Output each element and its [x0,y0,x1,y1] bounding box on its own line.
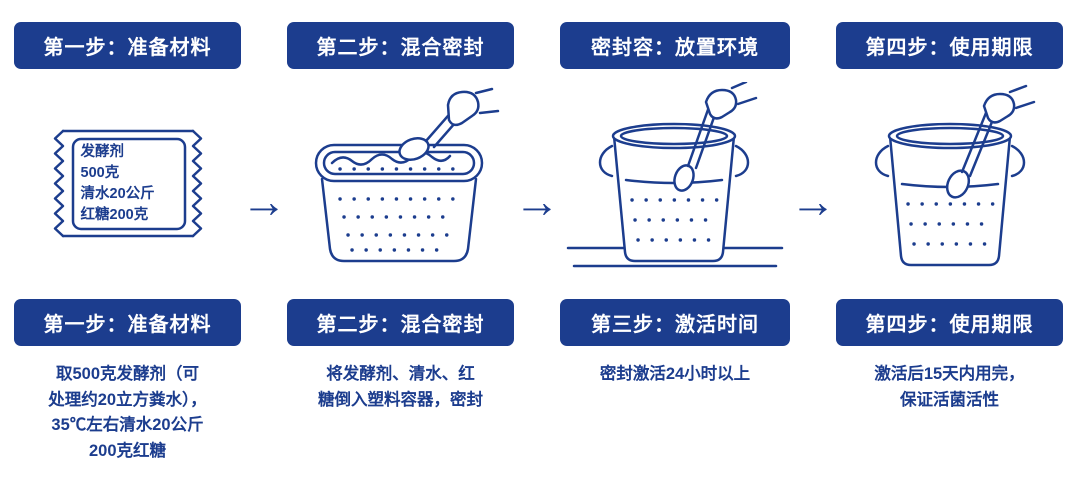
step1-bottom-banner: 第一步：准备材料 [14,299,241,346]
step3-top-banner: 密封容：放置环境 [560,22,790,69]
step2-bottom-banner: 第二步：混合密封 [287,299,514,346]
step4-bottom-banner: 第四步：使用期限 [836,299,1063,346]
step-column-3: 密封容：放置环境 第三步：激活时间 [560,22,790,475]
connector-2: → [514,22,560,475]
step-column-1: 第一步：准备材料 发酵剂 500克 清水20公斤 红糖200克 第一步：准备材料 [14,22,241,475]
packet-line-1: 发酵剂 [80,143,125,160]
step4-illustration-area [836,69,1063,299]
step2-description: 将发酵剂、清水、红 糖倒入塑料容器，密封 [318,365,483,409]
arrow-right-icon: → [790,175,836,227]
step-column-2: 第二步：混合密封 第二步：混合密封 将发酵剂、清水、红 糖倒入塑料 [287,22,514,475]
bucket-with-spoon-illustration [874,84,1035,267]
step4-description: 激活后15天内用完， 保证活菌活性 [874,365,1025,409]
packet-label-text: 发酵剂 500克 清水20公斤 红糖200克 [81,141,183,227]
packet-outline-icon [53,129,202,238]
step2-top-banner: 第二步：混合密封 [287,22,514,69]
step4-top-banner: 第四步：使用期限 [836,22,1063,69]
step3-illustration-area [560,69,790,299]
step1-illustration-area: 发酵剂 500克 清水20公斤 红糖200克 [14,69,241,299]
packet-line-3: 清水20公斤 [80,186,155,202]
step-column-4: 第四步：使用期限 第四步：使用期限 激活后15天内用完， 保证活菌 [836,22,1063,475]
connector-1: → [241,22,287,475]
step1-top-banner: 第一步：准备材料 [14,22,241,69]
step3-bottom-banner: 第三步：激活时间 [560,299,790,346]
sealed-bucket-illustration [566,81,784,267]
packet-line-4: 红糖200克 [80,207,149,224]
step3-description: 密封激活24小时以上 [599,365,751,383]
packet-line-2: 500克 [80,164,120,181]
step1-description: 取500克发酵剂（可 处理约20立方粪水）， 35℃左右清水20公斤 200克红… [48,365,207,460]
mixing-container-illustration [314,87,500,262]
connector-3: → [790,22,836,475]
arrow-right-icon: → [241,175,287,227]
packet-illustration: 发酵剂 500克 清水20公斤 红糖200克 [33,109,223,259]
arrow-right-icon: → [514,175,560,227]
step2-illustration-area [287,69,514,299]
